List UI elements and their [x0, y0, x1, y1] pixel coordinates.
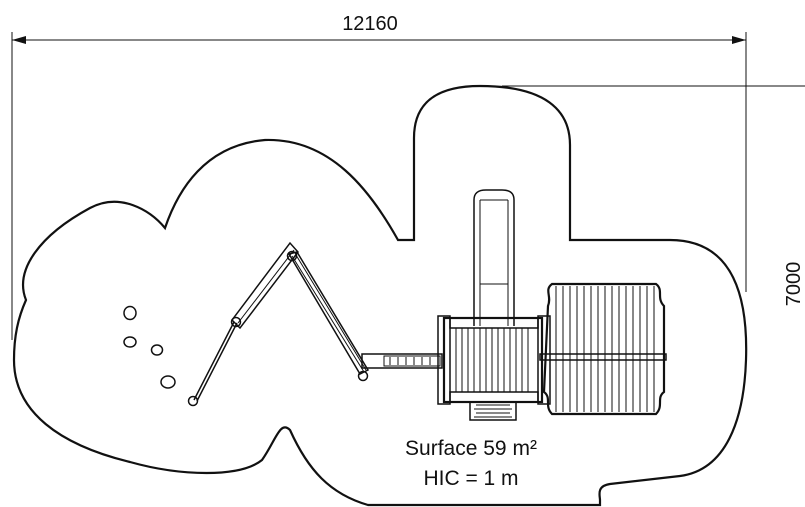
inclined-beam [287, 251, 370, 382]
wooden-roof [539, 282, 667, 416]
slide [473, 189, 515, 326]
height-dimension: 7000 [502, 85, 805, 307]
surface-area-label: Surface 59 m² [405, 437, 537, 460]
width-dimension-label: 12160 [342, 13, 398, 35]
inclined-ladder [231, 241, 299, 330]
main-platform [437, 315, 551, 405]
width-dimension: 12160 [11, 13, 747, 340]
connecting-bridge [361, 353, 443, 369]
stepping-stones [123, 305, 176, 389]
height-dimension-label: 7000 [783, 262, 805, 307]
platform-steps [469, 401, 517, 421]
safety-zone-outline [12, 84, 748, 507]
hic-label: HIC = 1 m [423, 467, 518, 490]
climbing-rope [187, 316, 242, 407]
